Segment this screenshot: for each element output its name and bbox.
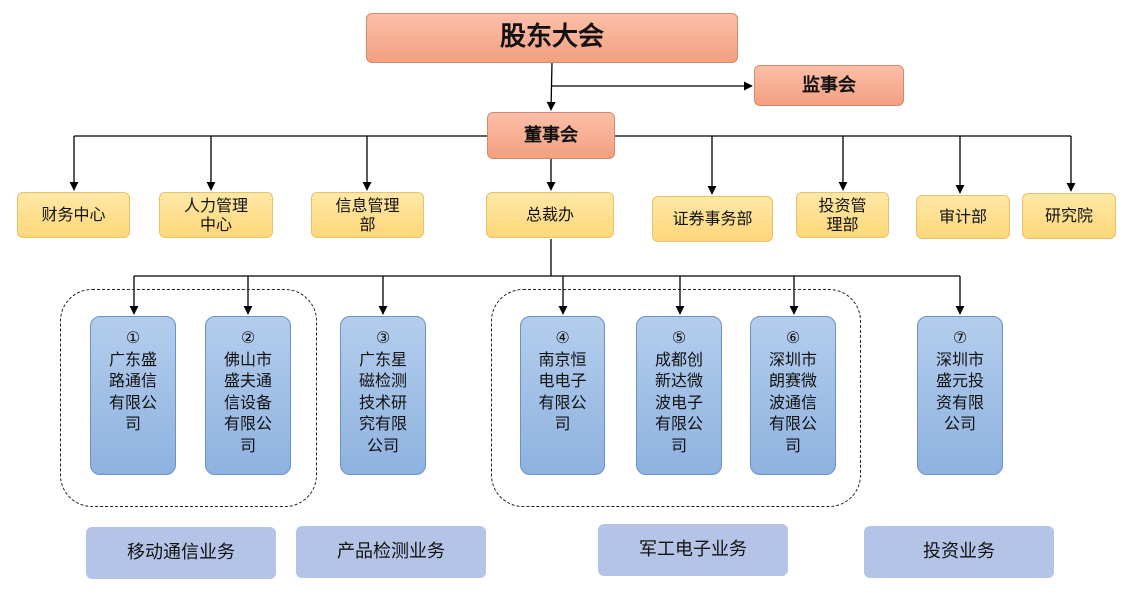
subsidiary-3: ③ 广东星 磁检测 技术研 究有限 公司 (340, 316, 426, 475)
line-shareholders-board (546, 61, 556, 111)
group-mobile-communication (60, 289, 317, 507)
board-of-directors-label: 董事会 (524, 124, 578, 146)
shareholders-meeting-node: 股东大会 (366, 13, 738, 63)
supervisory-board-node: 监事会 (754, 65, 904, 106)
dept-information: 信息管理 部 (311, 192, 424, 238)
dept-president-office: 总裁办 (486, 192, 614, 238)
dept-audit: 审计部 (916, 195, 1010, 239)
shareholders-meeting-label: 股东大会 (499, 22, 604, 53)
dept-hr-center: 人力管理 中心 (159, 192, 273, 238)
segment-mobile-communication: 移动通信业务 (86, 527, 276, 579)
subsidiary-2: ② 佛山市 盛夫通 信设备 有限公 司 (205, 316, 291, 475)
group-military-electronics (491, 289, 861, 507)
subsidiary-7: ⑦ 深圳市 盛元投 资有限 公司 (917, 316, 1003, 475)
dept-securities-affairs: 证券事务部 (652, 196, 773, 242)
subsidiary-4: ④ 南京恒 电电子 有限公 司 (520, 316, 605, 475)
dept-research-institute: 研究院 (1022, 193, 1116, 239)
subsidiary-1: ① 广东盛 路通信 有限公 司 (90, 316, 176, 475)
subsidiary-5: ⑤ 成都创 新达微 波电子 有限公 司 (636, 316, 722, 475)
supervisory-board-label: 监事会 (802, 74, 856, 96)
segment-military-electronics: 军工电子业务 (598, 524, 788, 576)
dept-investment-management: 投资管 理部 (796, 192, 889, 238)
segment-investment: 投资业务 (864, 526, 1054, 578)
segment-product-testing: 产品检测业务 (296, 526, 486, 578)
subsidiary-6: ⑥ 深圳市 朗赛微 波通信 有限公 司 (750, 316, 836, 475)
dept-finance-center: 财务中心 (17, 192, 130, 238)
board-of-directors-node: 董事会 (487, 112, 615, 159)
